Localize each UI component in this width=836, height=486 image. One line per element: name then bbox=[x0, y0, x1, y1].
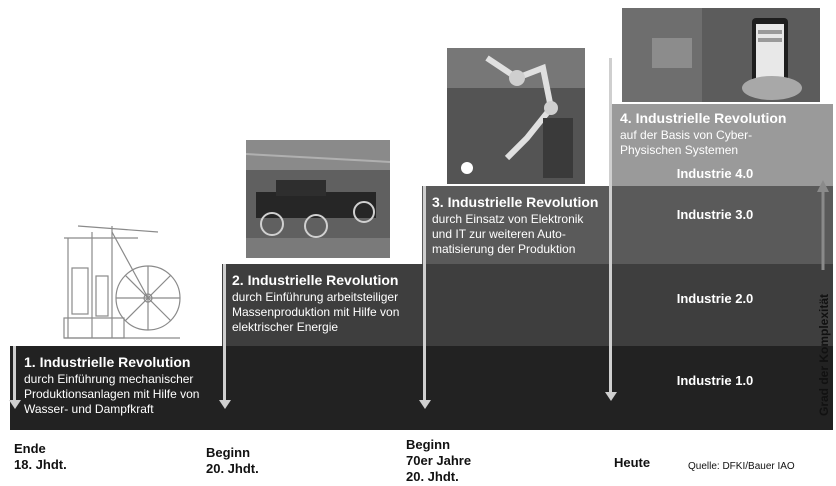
level-industrie-4: Industrie 4.0 bbox=[676, 166, 754, 181]
time-label-3: Beginn 70er Jahre 20. Jhdt. bbox=[406, 437, 471, 485]
revolution-3-desc-line: und IT zur weiteren Auto- bbox=[432, 227, 566, 241]
step-industrie-3 bbox=[422, 186, 833, 264]
time-label-line: 70er Jahre bbox=[406, 453, 472, 468]
time-label-line: 20. Jhdt. bbox=[206, 461, 259, 476]
revolution-1-title: 1. Industrielle Revolution bbox=[24, 354, 191, 370]
complexity-arrow bbox=[816, 180, 830, 270]
step-industrie-4 bbox=[609, 104, 833, 186]
time-label-1: Ende 18. Jhdt. bbox=[14, 441, 67, 473]
revolution-4-desc-line: Physischen Systemen bbox=[620, 143, 739, 157]
level-industrie-3: Industrie 3.0 bbox=[676, 207, 754, 222]
revolution-3-desc-line: matisierung der Produktion bbox=[432, 242, 576, 256]
step-industrie-2 bbox=[222, 264, 833, 346]
time-label-line: 18. Jhdt. bbox=[14, 457, 67, 472]
timeline-arrow-2-head bbox=[219, 400, 231, 409]
assembly-line-photo bbox=[246, 140, 390, 258]
time-label-line: Heute bbox=[614, 455, 651, 470]
level-industrie-1: Industrie 1.0 bbox=[676, 373, 754, 388]
timeline-arrow-3-line bbox=[423, 186, 426, 402]
step-industrie-1 bbox=[10, 346, 833, 430]
revolution-2-desc-line: Massenproduktion mit Hilfe von bbox=[232, 305, 400, 319]
time-label-line: Beginn bbox=[406, 437, 451, 452]
time-label-2: Beginn 20. Jhdt. bbox=[206, 445, 259, 477]
revolution-4-title: 4. Industrielle Revolution bbox=[620, 110, 787, 126]
revolution-2-title: 2. Industrielle Revolution bbox=[232, 272, 399, 288]
smartphone-photo bbox=[622, 8, 820, 102]
complexity-axis-label: Grad der Komplexität bbox=[817, 293, 831, 417]
revolution-4-description: auf der Basis von Cyber- Physischen Syst… bbox=[620, 128, 820, 158]
timeline-arrow-1-head bbox=[9, 400, 21, 409]
revolution-3-desc-line: durch Einsatz von Elektronik bbox=[432, 212, 584, 226]
revolution-4-desc-line: auf der Basis von Cyber- bbox=[620, 128, 753, 142]
steam-engine-illustration bbox=[58, 218, 186, 344]
revolution-2-description: durch Einführung arbeitsteiliger Massenp… bbox=[232, 290, 422, 335]
revolution-3-title: 3. Industrielle Revolution bbox=[432, 194, 599, 210]
revolution-1-description: durch Einführung mechanischer Produktion… bbox=[24, 372, 224, 417]
timeline-arrow-2-line bbox=[223, 264, 226, 402]
timeline-arrow-3-head bbox=[419, 400, 431, 409]
time-label-line: Ende bbox=[14, 441, 46, 456]
time-label-line: Beginn bbox=[206, 445, 251, 460]
revolution-3-description: durch Einsatz von Elektronik und IT zur … bbox=[432, 212, 612, 257]
timeline-arrow-1-line bbox=[13, 346, 16, 402]
revolution-1-desc-line: Wasser- und Dampfkraft bbox=[24, 402, 154, 416]
revolution-2-desc-line: elektrischer Energie bbox=[232, 320, 339, 334]
time-label-4: Heute bbox=[614, 455, 650, 471]
time-label-line: 20. Jhdt. bbox=[406, 469, 459, 484]
timeline-arrow-4-head bbox=[605, 392, 617, 401]
source-citation: Quelle: DFKI/Bauer IAO bbox=[688, 461, 795, 472]
timeline-arrow-4-line bbox=[609, 58, 612, 394]
level-industrie-2: Industrie 2.0 bbox=[676, 291, 754, 306]
revolution-2-desc-line: durch Einführung arbeitsteiliger bbox=[232, 290, 399, 304]
robot-welding-photo bbox=[447, 48, 585, 184]
revolution-1-desc-line: durch Einführung mechanischer bbox=[24, 372, 194, 386]
revolution-1-desc-line: Produktionsanlagen mit Hilfe von bbox=[24, 387, 200, 401]
